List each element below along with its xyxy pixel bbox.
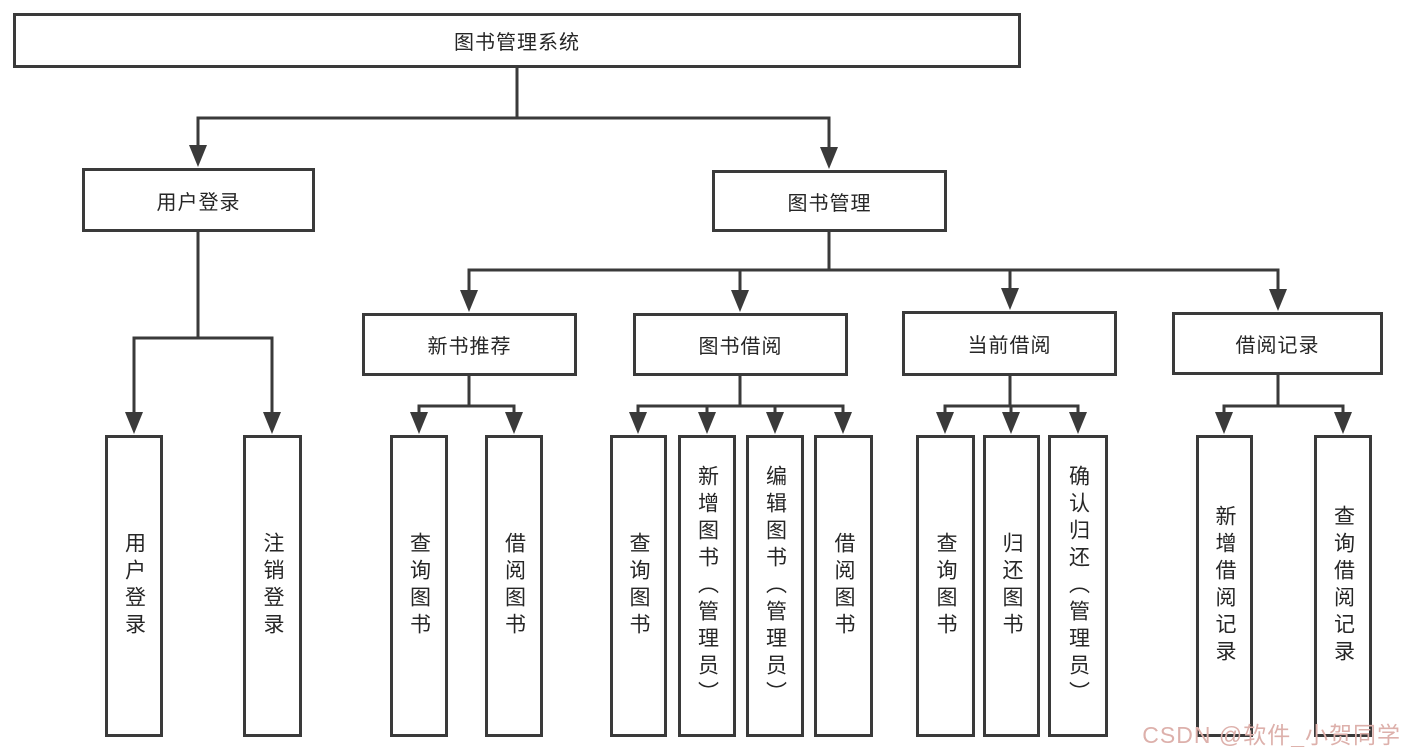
csdn-watermark: CSDN @软件_小贺同学 <box>1142 722 1401 747</box>
node-book-borrowing: 图书借阅 <box>633 313 848 376</box>
leaf-logout: 注销登录 <box>243 435 302 737</box>
node-book-management: 图书管理 <box>712 170 947 232</box>
leaf-user-login: 用户登录 <box>105 435 163 737</box>
leaf-add-book-admin: 新增图书（管理员） <box>678 435 736 737</box>
leaf-confirm-return-admin: 确认归还（管理员） <box>1048 435 1108 737</box>
leaf-borrow-book-recommend: 借阅图书 <box>485 435 543 737</box>
node-root-system: 图书管理系统 <box>13 13 1021 68</box>
leaf-query-book-recommend: 查询图书 <box>390 435 448 737</box>
leaf-return-book: 归还图书 <box>983 435 1040 737</box>
node-user-login: 用户登录 <box>82 168 315 232</box>
node-new-book-recommend: 新书推荐 <box>362 313 577 376</box>
leaf-edit-book-admin: 编辑图书（管理员） <box>746 435 804 737</box>
node-borrowing-records: 借阅记录 <box>1172 312 1383 375</box>
node-current-borrowing: 当前借阅 <box>902 311 1117 376</box>
leaf-query-book-current: 查询图书 <box>916 435 975 737</box>
leaf-query-book-borrowing: 查询图书 <box>610 435 667 737</box>
leaf-borrow-book-borrowing: 借阅图书 <box>814 435 873 737</box>
leaf-add-borrow-record: 新增借阅记录 <box>1196 435 1253 737</box>
leaf-query-borrow-record: 查询借阅记录 <box>1314 435 1372 737</box>
